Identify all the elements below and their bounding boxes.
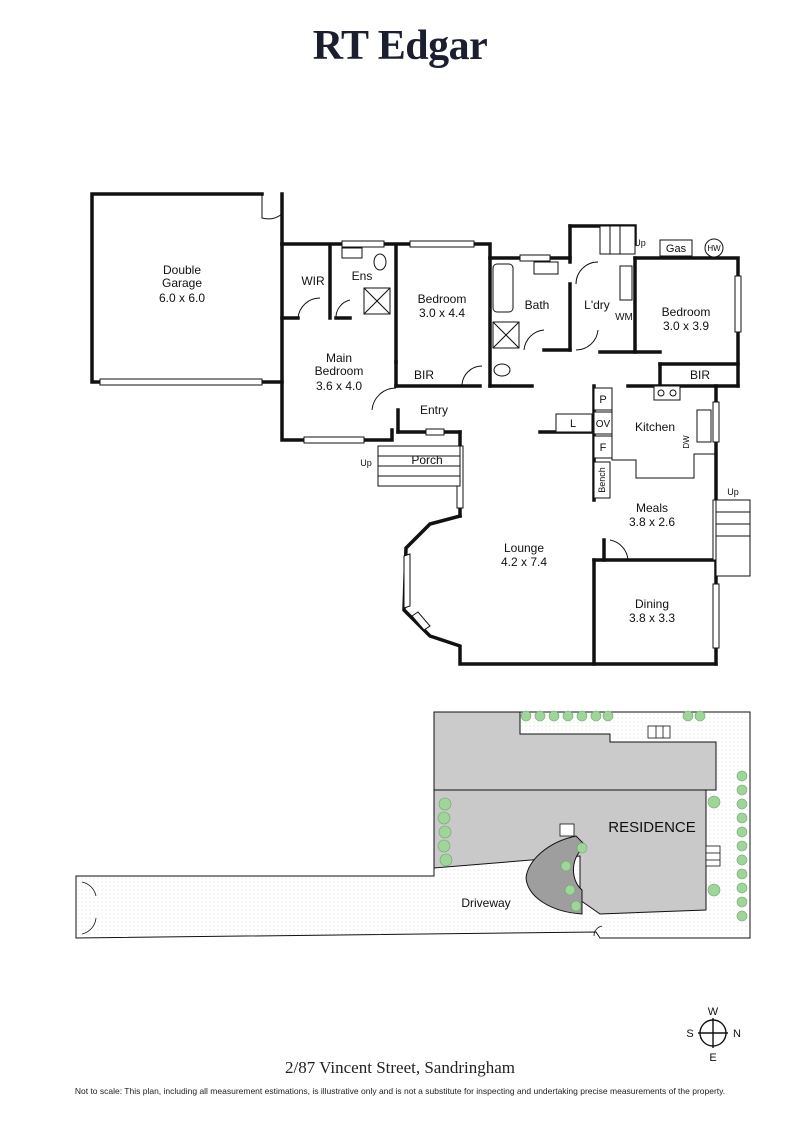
- stairs-up-label: Up: [360, 458, 372, 468]
- bedroom1-size: 3.0 x 4.4: [419, 306, 465, 320]
- fixtures: [341, 247, 716, 499]
- site-plan: RESIDENCE Driveway: [75, 710, 751, 939]
- pantry-label: P: [599, 394, 606, 406]
- lounge-size: 4.2 x 7.4: [501, 555, 547, 569]
- basin-icon: [341, 247, 363, 259]
- gas-meter: [659, 239, 693, 257]
- bench: [593, 461, 611, 499]
- dining-size: 3.8 x 3.3: [629, 611, 675, 625]
- kitchen-bench: [611, 388, 716, 479]
- property-address: 2/87 Vincent Street, Sandringham: [284, 1058, 515, 1077]
- cooktop-icon: [653, 385, 681, 401]
- bedroom1-name: Bedroom: [418, 292, 467, 306]
- dining-name: Dining: [635, 597, 669, 611]
- toilet-icon: [493, 363, 511, 377]
- stairs-up-label: Up: [727, 487, 739, 497]
- laundry-label: L'dry: [584, 298, 610, 312]
- bir2-label: BIR: [690, 368, 710, 382]
- compass-n: N: [733, 1028, 741, 1040]
- side-gate: [593, 925, 603, 937]
- toilet-icon: [373, 253, 387, 271]
- fridge-label: F: [600, 442, 607, 454]
- garden-shrubs: [437, 710, 748, 922]
- entry-label: Entry: [420, 403, 448, 417]
- compass-e: E: [709, 1052, 716, 1064]
- site-stairs: [559, 725, 721, 867]
- oven-label: OV: [596, 419, 611, 430]
- bathtub-icon: [492, 263, 514, 313]
- bench-label: Bench: [597, 467, 607, 493]
- laundry-sink-icon: [619, 265, 633, 301]
- label-line: Bedroom: [315, 364, 364, 378]
- hot-water-icon: [704, 238, 724, 258]
- wir-label: WIR: [301, 274, 325, 288]
- meals-size: 3.8 x 2.6: [629, 515, 675, 529]
- ens-label: Ens: [352, 269, 373, 283]
- driveway-label: Driveway: [461, 896, 510, 910]
- bedroom2-name: Bedroom: [662, 305, 711, 319]
- sink-icon: [696, 409, 712, 443]
- bedroom2-size: 3.0 x 3.9: [663, 319, 709, 333]
- disclaimer-text: Not to scale: This plan, including all m…: [74, 1086, 726, 1096]
- dishwasher-label: DW: [682, 435, 691, 449]
- compass-s: S: [686, 1028, 693, 1040]
- porch-label: Porch: [411, 453, 442, 467]
- lounge-name: Lounge: [504, 541, 544, 555]
- compass-icon: W E S N: [686, 1006, 741, 1064]
- stairs-up-label: Up: [634, 238, 646, 248]
- washing-machine-label: WM: [615, 312, 633, 323]
- compass-w: W: [708, 1006, 719, 1018]
- label-line: Garage: [162, 276, 202, 290]
- door-swings: [261, 194, 629, 561]
- windows: [99, 240, 742, 649]
- gas-label: Gas: [666, 243, 687, 255]
- basin-icon: [533, 261, 559, 275]
- bir1-label: BIR: [414, 368, 434, 382]
- meals-name: Meals: [636, 501, 668, 515]
- brand-logo: RT Edgar: [312, 23, 488, 69]
- front-gate: [81, 881, 97, 935]
- bath-label: Bath: [525, 298, 550, 312]
- main-bedroom-size: 3.6 x 4.0: [316, 379, 362, 393]
- residence-label: RESIDENCE: [608, 819, 696, 836]
- garage-footprint: [433, 711, 717, 791]
- stairs: [377, 225, 751, 577]
- hot-water-label: HW: [707, 244, 721, 253]
- garage-size: 6.0 x 6.0: [159, 291, 205, 305]
- kitchen-label: Kitchen: [635, 420, 675, 434]
- linen-label: L: [570, 418, 576, 430]
- linen-cupboard: [555, 413, 593, 433]
